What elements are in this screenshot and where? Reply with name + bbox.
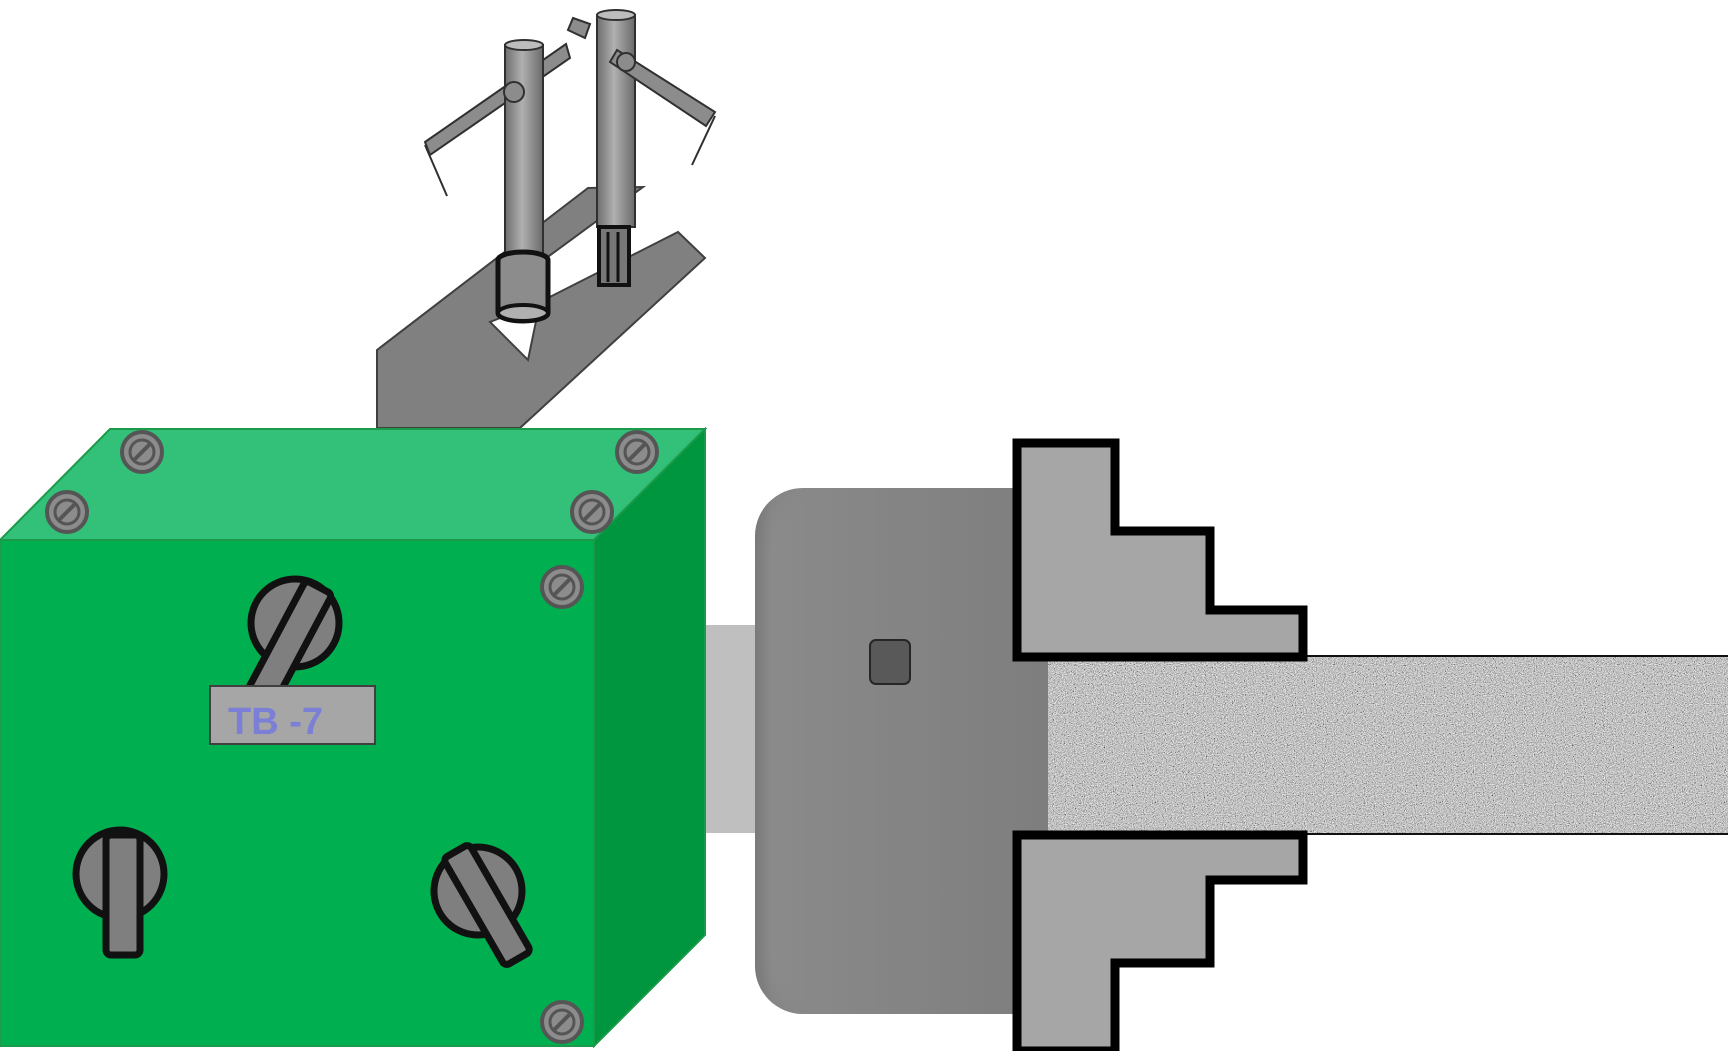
right-cutter-arm xyxy=(608,48,717,128)
slotted-screw-icon xyxy=(120,430,164,474)
chuck-key-socket[interactable] xyxy=(869,639,911,685)
workpiece xyxy=(1048,655,1728,835)
slotted-screw-icon xyxy=(540,565,584,609)
left-cutter-arm xyxy=(423,42,572,157)
rotary-knob-icon[interactable] xyxy=(72,826,168,959)
chuck-jaw-lower xyxy=(1012,830,1308,1051)
slotted-screw-icon xyxy=(45,490,89,534)
label-plate xyxy=(209,685,376,745)
left-tool-rod xyxy=(495,39,551,324)
rotary-knob-icon[interactable] xyxy=(430,842,533,968)
slotted-screw-icon xyxy=(615,430,659,474)
headstock: TB -7 xyxy=(0,426,708,1049)
chuck-jaw-upper xyxy=(1012,438,1308,662)
slotted-screw-icon xyxy=(570,490,614,534)
slotted-screw-icon xyxy=(540,1000,584,1044)
chuck xyxy=(755,488,1090,1014)
headstock-label: TB -7 xyxy=(228,701,323,743)
right-tool-rod xyxy=(566,9,636,287)
tool-post xyxy=(376,9,717,429)
